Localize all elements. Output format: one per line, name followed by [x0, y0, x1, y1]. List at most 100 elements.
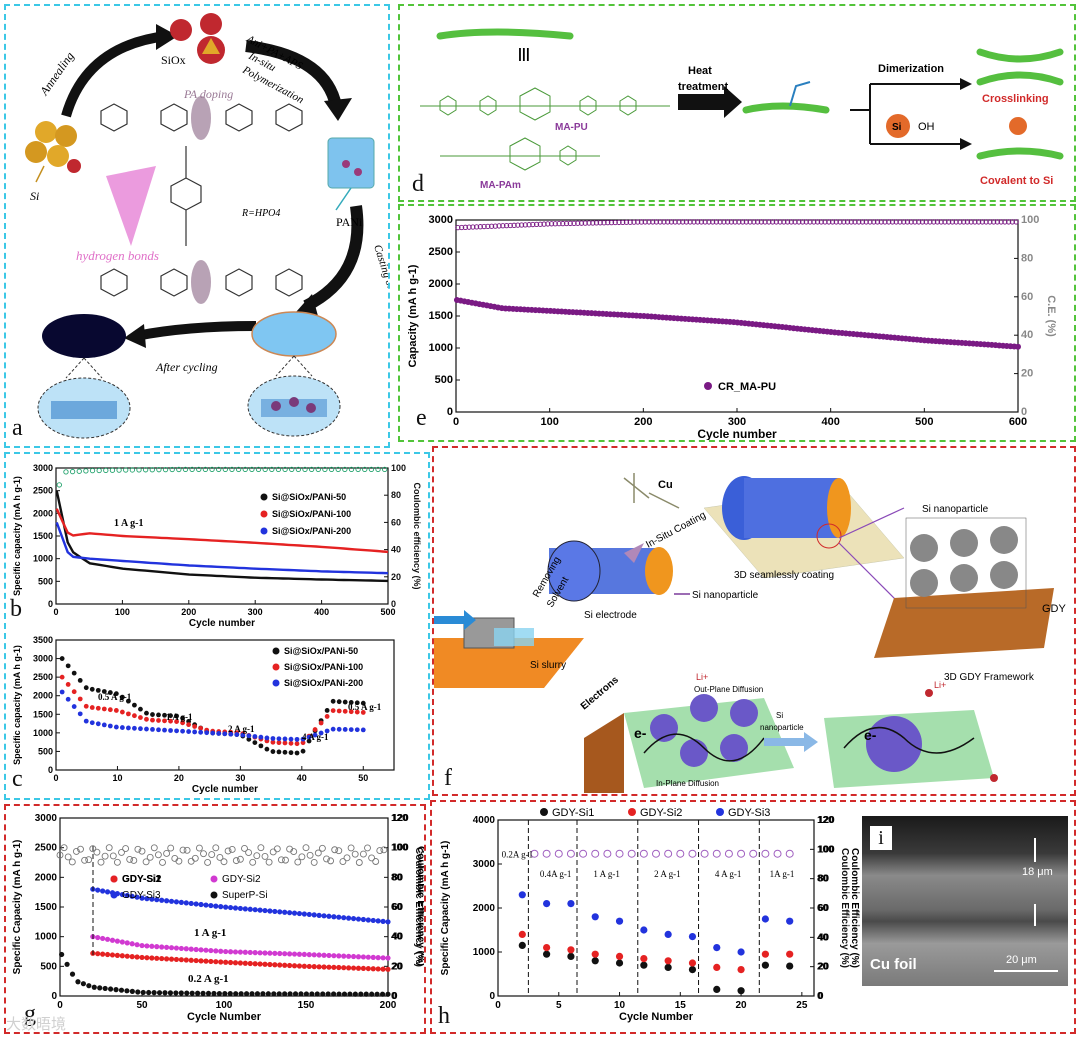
data-point — [348, 727, 354, 732]
ce-point — [1002, 219, 1008, 225]
y2-axis-label: C.E. (%) — [1045, 295, 1057, 337]
data-point — [301, 963, 307, 969]
ce-point — [492, 223, 498, 229]
data-point — [262, 950, 268, 956]
ce-point — [97, 858, 105, 866]
data-point — [296, 963, 303, 969]
data-point — [228, 731, 234, 737]
ce-point — [314, 849, 322, 857]
ce-point — [919, 219, 926, 225]
x-tick-label: 15 — [675, 1000, 687, 1011]
data-point — [132, 713, 137, 719]
ce-point — [781, 219, 787, 225]
data-point — [205, 990, 212, 997]
y-tick-label: 1000 — [429, 342, 453, 354]
data-point — [59, 689, 65, 695]
data-point — [300, 736, 306, 742]
data-point — [164, 898, 170, 904]
ce-point — [807, 219, 813, 225]
ce-point — [154, 851, 162, 859]
ce-point — [712, 849, 721, 858]
ce-point — [208, 851, 216, 859]
x-tick-label: 400 — [314, 607, 329, 617]
data-point — [252, 961, 258, 967]
data-point — [180, 720, 185, 726]
y-tick-label: 1000 — [33, 554, 53, 564]
data-point — [198, 729, 204, 735]
data-point — [342, 727, 348, 732]
y2-tick-label: 60 — [392, 902, 404, 913]
y2-tick-label: 0 — [817, 991, 823, 1002]
ce-point — [747, 219, 753, 225]
data-point — [125, 711, 131, 717]
ce-point — [732, 219, 738, 225]
ce-point — [522, 222, 528, 228]
data-point — [242, 906, 248, 912]
data-point — [150, 727, 155, 732]
data-point — [203, 958, 209, 964]
cycled-electrode-ellipse — [42, 314, 126, 358]
data-point — [159, 955, 165, 962]
plot-frame — [55, 467, 389, 605]
hydrogen-bond-highlight — [106, 166, 156, 246]
data-point — [761, 961, 769, 969]
data-point — [296, 951, 303, 957]
in-plane-label: In-Plane Diffusion — [656, 779, 719, 788]
thickness-arrow-bottom — [1034, 904, 1036, 926]
y2-tick-label: 40 — [391, 932, 403, 943]
ce-point — [822, 219, 828, 225]
data-point — [222, 731, 228, 737]
thickness-arrow-top — [1034, 838, 1036, 862]
framework-label: 3D GDY Framework — [944, 672, 1035, 683]
ce-point — [212, 844, 220, 852]
x-tick-label: 300 — [728, 416, 746, 428]
data-point — [71, 704, 77, 709]
rate-label: 0.4A g-1 — [540, 869, 572, 879]
ma-pam-label: MA-PAm — [480, 180, 521, 191]
data-point — [104, 889, 111, 895]
data-point — [737, 948, 745, 956]
ce-point — [582, 220, 588, 226]
data-point — [124, 892, 130, 899]
ce-point — [724, 849, 733, 858]
data-point — [272, 962, 278, 968]
data-point — [188, 957, 194, 963]
data-point — [272, 908, 278, 915]
data-point — [109, 937, 116, 943]
y-tick-label: 0 — [447, 406, 453, 418]
ce-point — [856, 219, 862, 225]
y-tick-label: 3000 — [473, 859, 496, 870]
ce-point — [998, 219, 1004, 225]
x-tick-label: 600 — [1009, 416, 1027, 428]
data-point — [101, 706, 107, 712]
ce-point — [328, 466, 335, 473]
ce-point — [848, 219, 854, 225]
x-axis-label: Cycle number — [697, 427, 777, 440]
ce-point — [269, 466, 275, 473]
y2-axis-label: Coulombic Efficiency (%) — [413, 847, 424, 967]
data-point — [159, 944, 165, 950]
ce-point — [518, 222, 525, 228]
data-point — [173, 990, 179, 996]
ce-point — [639, 849, 648, 858]
ce-point — [751, 219, 757, 225]
data-point — [292, 991, 299, 997]
data-point — [203, 947, 209, 953]
data-point — [238, 991, 244, 997]
data-point — [761, 950, 769, 958]
beaker-icon — [327, 137, 375, 189]
electrons-label: Electrons — [579, 674, 621, 712]
ce-point — [567, 220, 573, 227]
data-point — [216, 731, 222, 736]
ce-point — [232, 857, 240, 865]
ce-point — [359, 850, 367, 858]
data-point — [301, 911, 307, 917]
ce-point — [863, 219, 869, 225]
x-tick-label: 200 — [634, 416, 652, 428]
data-point — [138, 706, 143, 712]
x-tick-label: 100 — [115, 607, 130, 617]
data-point — [100, 888, 106, 894]
y2-tick-label: 80 — [391, 490, 401, 500]
y-tick-label: 3000 — [35, 813, 58, 824]
heat-label: Heat — [688, 65, 712, 77]
